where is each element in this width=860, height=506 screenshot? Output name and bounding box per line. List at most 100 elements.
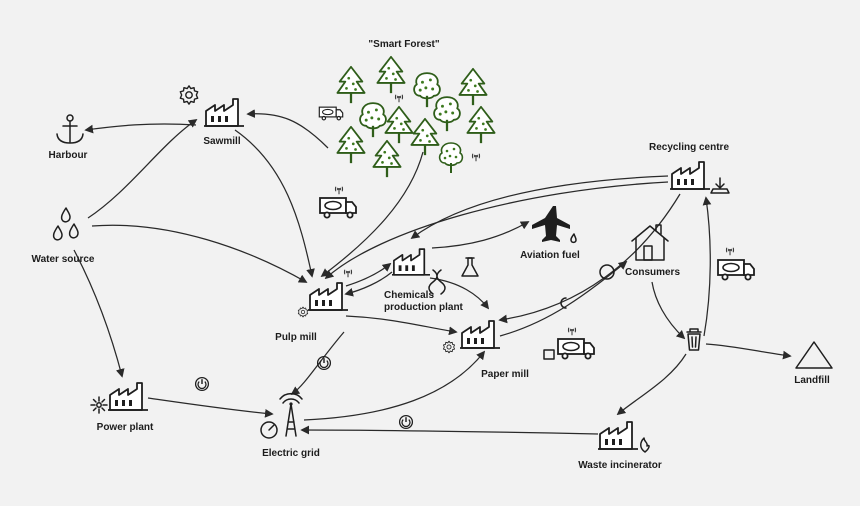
node-waste-incinerator: Waste incinerator — [578, 421, 662, 471]
smart-forest: "Smart Forest" — [318, 39, 496, 179]
label-power-plant: Power plant — [97, 422, 154, 433]
edge-recycling-paper — [498, 193, 681, 324]
tree-icon — [466, 105, 496, 145]
tree-icon — [438, 141, 464, 175]
package-icon — [543, 349, 555, 360]
node-water-source: Water source — [32, 207, 95, 265]
triangle-icon — [795, 341, 833, 369]
sensor-icon — [725, 247, 735, 256]
anchor-icon — [56, 114, 84, 144]
node-landfill: Landfill — [794, 341, 833, 386]
label-smart-forest: "Smart Forest" — [368, 39, 439, 50]
factory-icon — [670, 161, 710, 190]
edge-water-power — [73, 249, 125, 378]
node-chemicals-plant: Chemicals production plant — [384, 248, 479, 313]
edge-power-grid — [147, 397, 274, 418]
factory-icon — [204, 98, 244, 127]
truck-icon — [557, 338, 595, 360]
tree-icon — [412, 71, 442, 109]
tree-icon — [384, 105, 414, 145]
tree-icon — [432, 95, 462, 133]
edge-sawmill-harbour — [84, 123, 197, 134]
label-harbour: Harbour — [49, 150, 88, 161]
label-paper-mill: Paper mill — [481, 369, 529, 380]
edge-chem-aviation — [431, 221, 530, 249]
gear-icon — [443, 340, 455, 354]
edge-paper-consumers — [499, 260, 628, 337]
power-icon — [194, 376, 210, 392]
node-power-plant: Power plant — [90, 376, 210, 433]
label-sawmill: Sawmill — [203, 136, 240, 147]
power-icon — [316, 355, 332, 371]
water-drop-icon — [52, 207, 79, 241]
house-icon — [631, 224, 669, 261]
tree-icon — [410, 117, 440, 157]
node-harbour: Harbour — [49, 114, 88, 161]
forest-vehicle-icon — [318, 106, 344, 121]
edge-bin-waste — [616, 353, 687, 416]
edge-bin-recycling — [702, 196, 712, 337]
fuel-drop-icon — [570, 233, 577, 244]
label-water-source: Water source — [32, 254, 95, 265]
tree-icon — [376, 55, 406, 95]
tree-icon — [336, 125, 366, 165]
label-landfill: Landfill — [794, 375, 830, 386]
edge-bin-landfill — [705, 343, 792, 360]
sensor-icon — [394, 94, 404, 103]
edge-pulp-grid — [290, 331, 345, 395]
node-recycling-centre: Recycling centre — [649, 142, 755, 281]
flower-icon — [90, 396, 108, 414]
gear-icon — [297, 306, 309, 318]
edge-water-pulp — [91, 224, 308, 283]
download-tray-icon — [710, 177, 730, 194]
tree-icon — [336, 65, 366, 105]
edges — [73, 109, 792, 435]
airplane-icon — [532, 206, 570, 242]
gear-icon — [179, 85, 199, 105]
truck-icon — [319, 197, 357, 219]
factory-icon — [308, 282, 348, 311]
label-consumers: Consumers — [625, 267, 680, 278]
edge-grid-paper — [303, 350, 486, 421]
label-waste-incinerator: Waste incinerator — [578, 460, 662, 471]
factory-icon — [598, 421, 638, 450]
edge-pulp-chem — [345, 262, 392, 287]
flame-icon — [640, 437, 650, 453]
sensor-icon — [567, 327, 577, 336]
tree-icon — [358, 101, 388, 139]
flask-icon — [461, 257, 479, 277]
truck-icon — [717, 259, 755, 281]
edge-chem-pulp — [344, 271, 393, 297]
sensor-icon — [343, 269, 353, 278]
power-icon — [398, 414, 414, 430]
transmission-tower-icon — [279, 392, 303, 437]
edge-waste-grid — [300, 425, 599, 435]
node-paper-mill: Paper mill — [443, 297, 595, 380]
trash-bin-icon — [686, 328, 702, 351]
dna-icon — [428, 269, 446, 295]
tree-icon — [372, 139, 402, 179]
edge-recycling-pulp — [324, 181, 669, 280]
edge-sawmill-pulp — [234, 129, 315, 278]
factory-icon — [392, 248, 430, 276]
edge-forest-sawmill — [246, 109, 329, 149]
node-electric-grid: Electric grid — [260, 392, 414, 459]
label-aviation-fuel: Aviation fuel — [520, 250, 580, 261]
edge-pulp-paper — [345, 315, 458, 336]
factory-icon — [460, 320, 500, 349]
factory-icon — [108, 382, 148, 411]
node-pulp-mill: Pulp mill — [275, 269, 353, 371]
label-chemicals: Chemicals — [384, 290, 434, 301]
label-pulp-mill: Pulp mill — [275, 332, 317, 343]
edge-forest-pulp — [320, 151, 424, 278]
sensor-icon — [334, 186, 344, 195]
node-consumers: Consumers — [599, 224, 680, 280]
sensor-icon — [471, 153, 481, 162]
edge-water-sawmill — [87, 119, 198, 219]
node-sawmill: Sawmill — [179, 85, 244, 147]
moon-icon — [560, 297, 567, 309]
label-recycling-centre: Recycling centre — [649, 142, 729, 153]
edge-consumers-bin — [651, 281, 686, 340]
